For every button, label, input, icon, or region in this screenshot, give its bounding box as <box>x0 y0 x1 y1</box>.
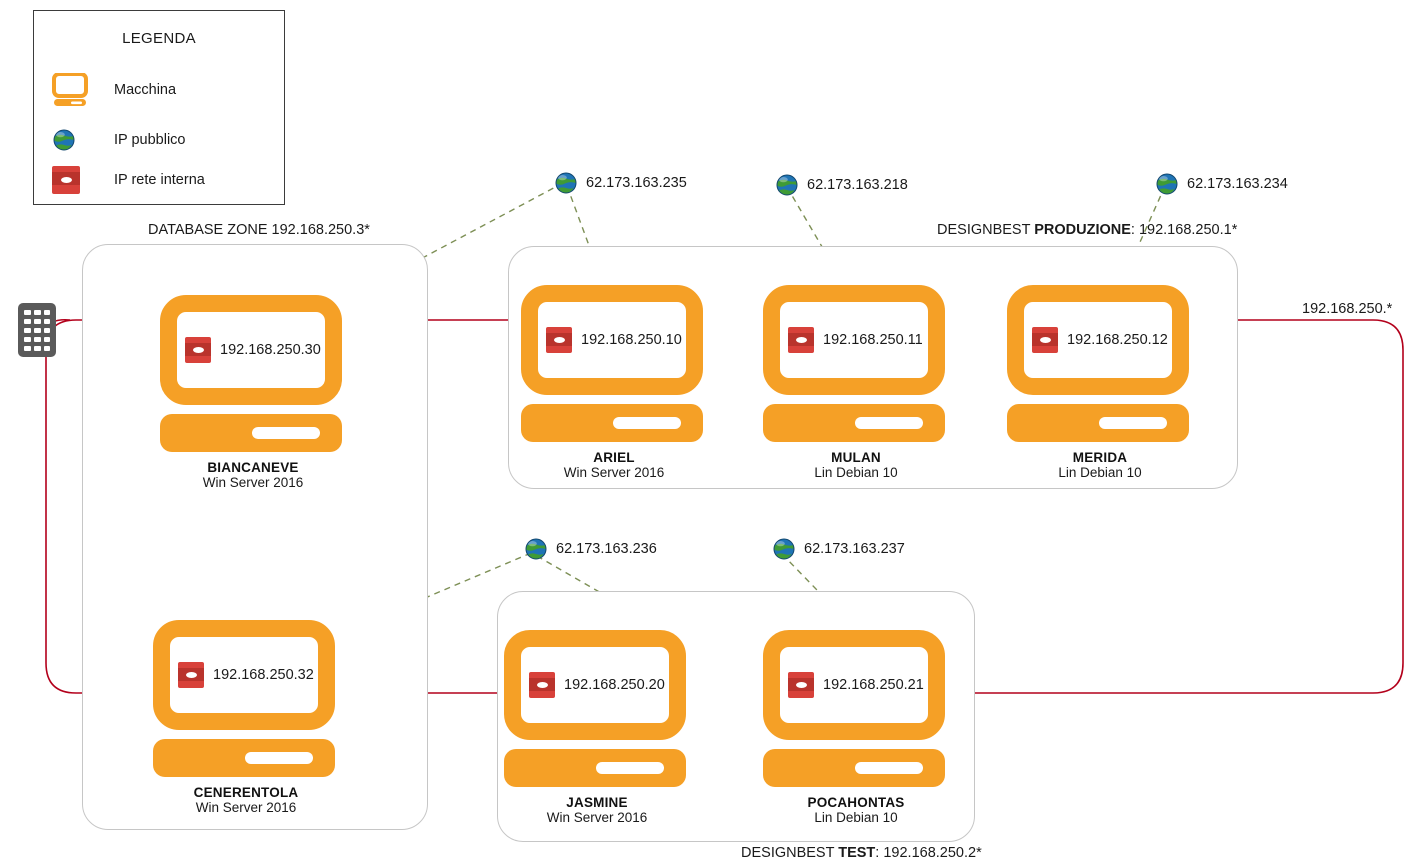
globe-icon <box>776 174 798 196</box>
internal-ip-icon <box>546 327 572 353</box>
monitor-icon: 192.168.250.32 <box>153 620 335 730</box>
internal-ip-icon <box>185 337 211 363</box>
monitor-icon: 192.168.250.21 <box>763 630 945 740</box>
zone-label-produzione-suffix: : 192.168.250.1* <box>1130 222 1238 238</box>
monitor-icon: 192.168.250.10 <box>521 285 703 395</box>
public-ip-node-235[interactable]: 62.173.163.235 <box>554 171 687 195</box>
machine-name: ARIEL <box>593 450 635 465</box>
legend-item-ip-rete-interna: IP rete interna <box>52 166 205 194</box>
zone-label-test-suffix: : 192.168.250.2* <box>875 845 982 861</box>
machine-mulan[interactable]: 192.168.250.11 MULAN Lin Debian 10 <box>763 285 949 480</box>
link-pub218-mulan <box>786 186 846 287</box>
machine-ip: 192.168.250.30 <box>220 342 321 358</box>
machine-os: Win Server 2016 <box>202 475 304 490</box>
machine-ariel[interactable]: 192.168.250.10 ARIEL Win Server 2016 <box>521 285 707 480</box>
legend-item-ip-pubblico: IP pubblico <box>52 128 185 152</box>
machine-biancaneve[interactable]: 192.168.250.30 BIANCANEVE Win Server 201… <box>160 295 346 490</box>
datacenter-building-icon[interactable] <box>18 303 56 357</box>
machine-os: Lin Debian 10 <box>1058 465 1142 480</box>
machine-jasmine[interactable]: 192.168.250.20 JASMINE Win Server 2016 <box>504 630 690 825</box>
monitor-base <box>763 404 945 442</box>
public-ip-label: 62.173.163.237 <box>804 541 905 557</box>
globe-icon <box>773 538 795 560</box>
monitor-icon: 192.168.250.11 <box>763 285 945 395</box>
machine-cenerentola[interactable]: 192.168.250.32 CENERENTOLA Win Server 20… <box>153 620 339 815</box>
globe-icon <box>52 128 114 152</box>
monitor-base <box>504 749 686 787</box>
machine-name: JASMINE <box>566 795 628 810</box>
monitor-icon: 192.168.250.20 <box>504 630 686 740</box>
legend-label-ip-pubblico: IP pubblico <box>114 132 186 148</box>
public-ip-label: 62.173.163.234 <box>1187 176 1288 192</box>
monitor-base <box>1007 404 1189 442</box>
zone-label-test: DESIGNBEST TEST: 192.168.250.2* <box>741 845 982 861</box>
internal-ip-icon <box>788 327 814 353</box>
public-ip-node-218[interactable]: 62.173.163.218 <box>775 173 908 197</box>
legend-title: LEGENDA <box>122 30 196 47</box>
zone-label-test-prefix: DESIGNBEST <box>741 845 839 861</box>
machine-ip: 192.168.250.11 <box>823 332 923 348</box>
machine-name: BIANCANEVE <box>207 460 299 475</box>
machine-os: Win Server 2016 <box>546 810 648 825</box>
monitor-base <box>160 414 342 452</box>
monitor-base <box>153 739 335 777</box>
monitor-icon: 192.168.250.12 <box>1007 285 1189 395</box>
network-range-label: 192.168.250.* <box>1302 301 1393 317</box>
zone-label-database: DATABASE ZONE 192.168.250.3* <box>148 222 370 238</box>
internal-ip-icon <box>529 672 555 698</box>
public-ip-node-236[interactable]: 62.173.163.236 <box>524 537 657 561</box>
machine-name: CENERENTOLA <box>193 785 299 800</box>
machine-name: MERIDA <box>1072 450 1128 465</box>
legend-label-macchina: Macchina <box>114 82 177 98</box>
machine-os: Win Server 2016 <box>563 465 665 480</box>
legend-panel: LEGENDA Macchina IP <box>33 10 285 205</box>
public-ip-node-234[interactable]: 62.173.163.234 <box>1155 172 1288 196</box>
globe-icon <box>1156 173 1178 195</box>
monitor-base <box>763 749 945 787</box>
globe-icon <box>525 538 547 560</box>
monitor-icon: 192.168.250.30 <box>160 295 342 405</box>
public-ip-node-237[interactable]: 62.173.163.237 <box>772 537 905 561</box>
zone-label-produzione-bold: PRODUZIONE <box>1034 222 1131 238</box>
zone-label-test-bold: TEST <box>838 845 876 861</box>
legend-item-macchina: Macchina <box>52 73 176 107</box>
machine-ip: 192.168.250.32 <box>213 667 314 683</box>
public-ip-label: 62.173.163.218 <box>807 177 908 193</box>
machine-merida[interactable]: 192.168.250.12 MERIDA Lin Debian 10 <box>1007 285 1193 480</box>
machine-os: Win Server 2016 <box>195 800 297 815</box>
machine-os: Lin Debian 10 <box>814 810 898 825</box>
machine-name: MULAN <box>831 450 881 465</box>
monitor-icon <box>52 73 114 107</box>
machine-ip: 192.168.250.20 <box>564 677 665 693</box>
machine-pocahontas[interactable]: 192.168.250.21 POCAHONTAS Lin Debian 10 <box>763 630 949 825</box>
internal-ip-icon <box>1032 327 1058 353</box>
machine-name: POCAHONTAS <box>807 795 905 810</box>
internal-ip-icon <box>178 662 204 688</box>
legend-label-ip-rete-interna: IP rete interna <box>114 172 205 188</box>
machine-ip: 192.168.250.12 <box>1067 332 1168 348</box>
public-ip-label: 62.173.163.236 <box>556 541 657 557</box>
globe-icon <box>555 172 577 194</box>
monitor-base <box>521 404 703 442</box>
internal-ip-icon <box>788 672 814 698</box>
zone-label-produzione: DESIGNBEST PRODUZIONE: 192.168.250.1* <box>937 222 1237 238</box>
internal-ip-icon <box>52 166 114 194</box>
machine-ip: 192.168.250.21 <box>823 677 924 693</box>
network-boundary-path <box>45 319 1404 694</box>
machine-os: Lin Debian 10 <box>814 465 898 480</box>
machine-ip: 192.168.250.10 <box>581 332 682 348</box>
zone-label-produzione-prefix: DESIGNBEST <box>937 222 1035 238</box>
public-ip-label: 62.173.163.235 <box>586 175 687 191</box>
